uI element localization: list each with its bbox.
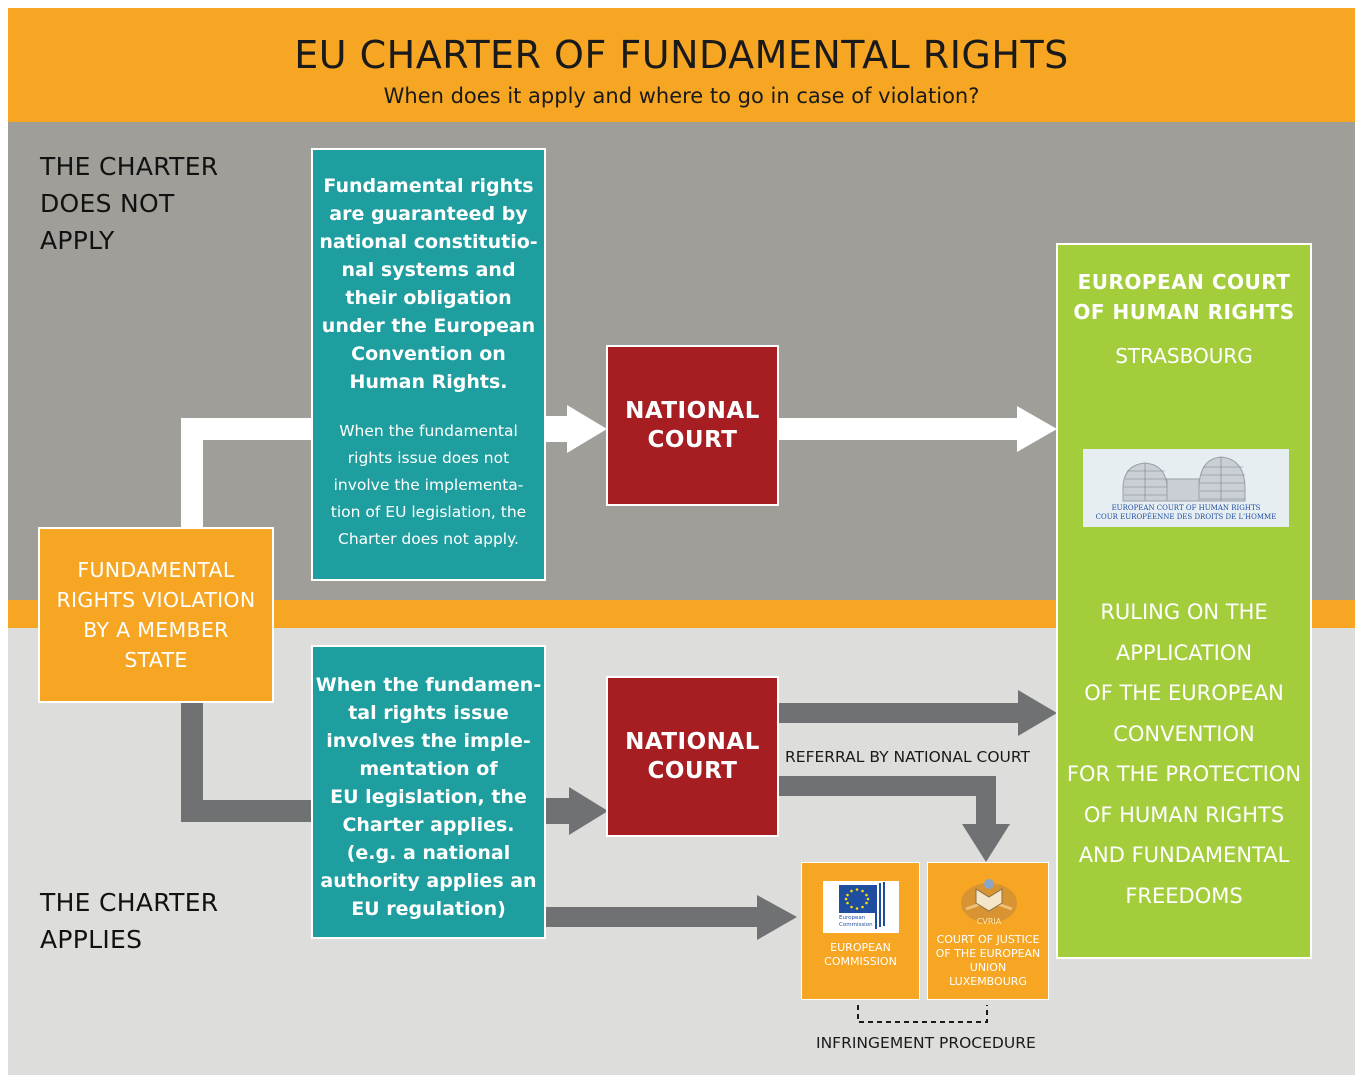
charter-applies-label: THE CHARTER APPLIES [40,888,219,954]
svg-text:CVRIA: CVRIA [977,917,1002,926]
referral-arrow-stem [777,776,996,826]
echr-logo-text-fr: COUR EUROPÉENNE DES DROITS DE L'HOMME [1095,513,1277,521]
national-court-to-echr-arrow-stem [777,418,1021,440]
teal-to-national-court-arrowhead [567,405,607,453]
eu-flag-icon [839,882,885,929]
echr-city: STRASBOURG [1115,344,1253,368]
european-commission-card: European Commission EUROPEAN COMMISSION [801,862,920,1000]
national-court-to-echr-gray-arrow-stem [777,703,1023,723]
page-subtitle: When does it apply and where to go in ca… [383,84,980,108]
national-court-to-echr-arrowhead [1017,406,1057,452]
charter-applies-box: When the fundamen- tal rights issue invo… [311,645,546,939]
echr-logo-text-en: EUROPEAN COURT OF HUMAN RIGHTS [1111,504,1261,512]
echr-box: EUROPEAN COURT OF HUMAN RIGHTS STRASBOUR… [1056,243,1312,959]
teal-to-commission-arrowhead [757,895,797,940]
court-of-justice-card: CVRIA COURT OF JUSTICE OF THE EUROPEAN U… [927,862,1049,1000]
violation-to-charter-applies-arrow [181,702,312,822]
european-commission-label: EUROPEAN COMMISSION [824,941,897,968]
charter-applies-text: When the fundamen- tal rights issue invo… [315,674,542,920]
national-systems-box: Fundamental rights are guaranteed by nat… [311,148,546,581]
national-court-top: NATIONAL COURT [606,345,779,506]
national-court-to-echr-gray-arrowhead [1018,690,1057,736]
national-systems-text: Fundamental rights are guaranteed by nat… [319,175,538,393]
echr-ruling-text: RULING ON THE APPLICATION OF THE EUROPEA… [1066,600,1302,908]
court-of-justice-label: COURT OF JUSTICE OF THE EUROPEAN UNION L… [935,933,1041,988]
european-commission-logo: European Commission [823,881,899,933]
echr-logo: EUROPEAN COURT OF HUMAN RIGHTS COUR EURO… [1083,449,1289,527]
violation-to-national-systems-arrow [181,418,312,530]
teal-to-national-court-2-arrowhead [569,787,608,835]
curia-emblem-icon: CVRIA [961,879,1017,926]
infringement-procedure-label: INFRINGEMENT PROCEDURE [816,1034,1036,1052]
teal-to-national-court-arrow-stem [543,416,567,442]
national-court-bottom: NATIONAL COURT [606,676,779,837]
infringement-bracket [857,1005,988,1023]
charter-not-apply-note: When the fundamental rights issue does n… [330,422,527,548]
header-banner: EU CHARTER OF FUNDAMENTAL RIGHTS When do… [8,8,1355,122]
teal-to-national-court-2-arrow-stem [543,798,569,824]
referral-arrowhead [962,824,1010,862]
echr-building-icon [1083,449,1289,527]
page-title: EU CHARTER OF FUNDAMENTAL RIGHTS [294,33,1069,77]
violation-box: FUNDAMENTAL RIGHTS VIOLATION BY A MEMBER… [38,527,274,703]
echr-title: EUROPEAN COURT OF HUMAN RIGHTS [1073,270,1295,324]
referral-label: REFERRAL BY NATIONAL COURT [785,748,1031,766]
charter-does-not-apply-label: THE CHARTER DOES NOT APPLY [40,152,219,255]
teal-to-commission-arrow-stem [543,907,761,927]
